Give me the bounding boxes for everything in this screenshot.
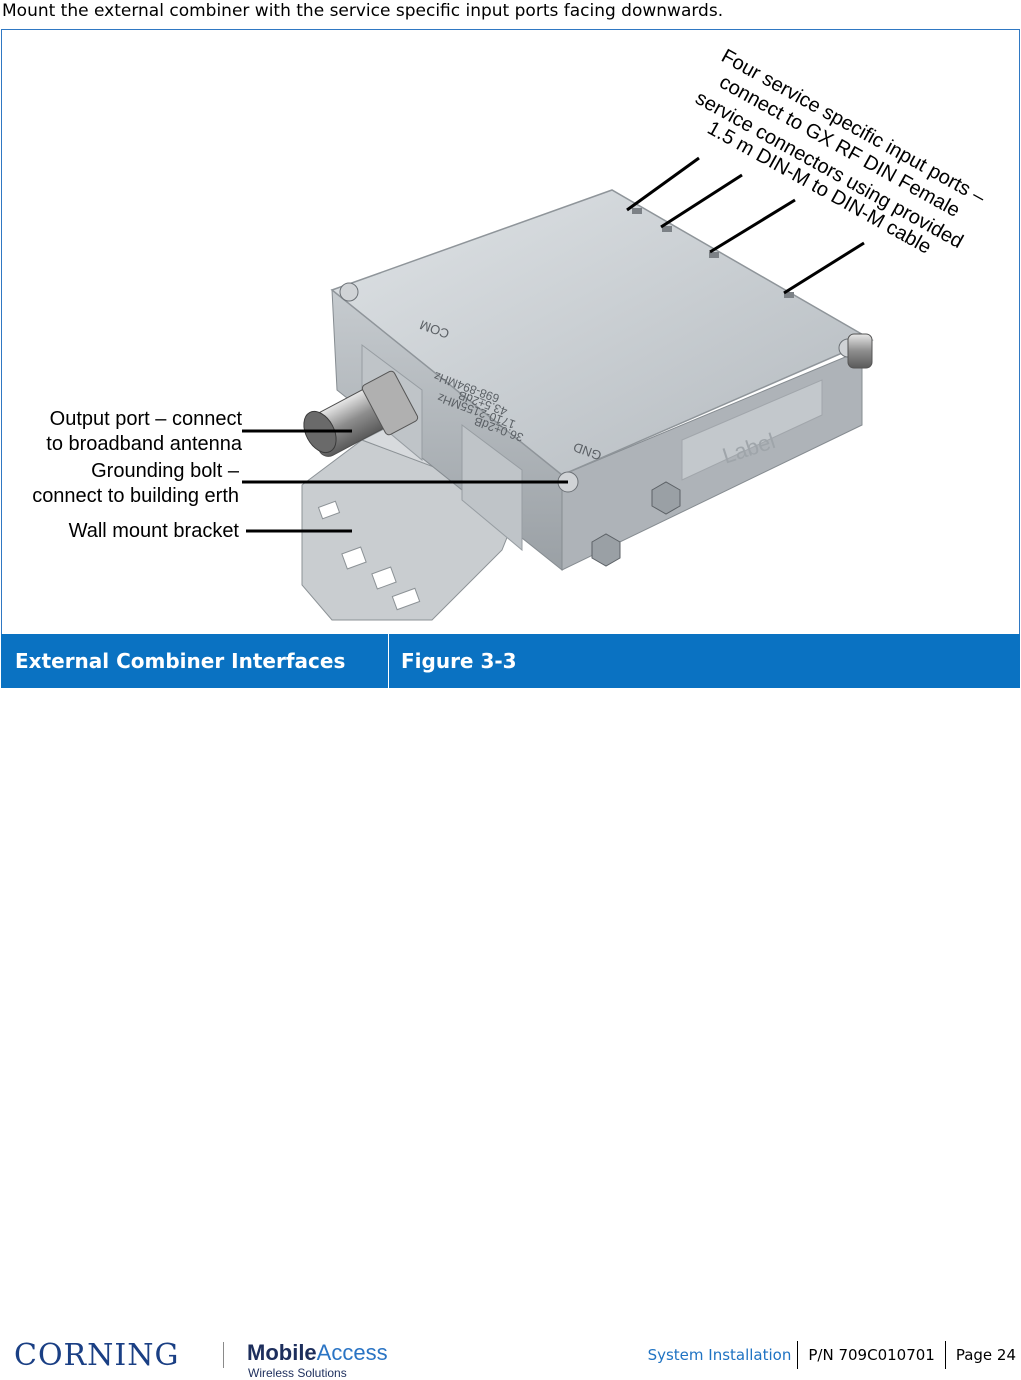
logo-tagline: Wireless Solutions [248,1366,347,1380]
grounding-bolt-line-1: Grounding bolt – [91,460,240,482]
intro-paragraph: Mount the external combiner with the ser… [2,1,724,21]
footer-page-number: Page 24 [955,1346,1016,1364]
mobileaccess-logo-accent: Access [316,1340,388,1365]
output-port-connector [303,370,419,457]
footer-section-title: System Installation [647,1346,792,1364]
footer-part-number: P/N 709C010701 [808,1346,935,1364]
figure-number: Figure 3-3 [401,649,517,673]
mobileaccess-logo-main: Mobile [247,1340,317,1365]
combiner-enclosure: Label COM 698-894MHz 43.5±2dB 1710-2155M… [330,189,874,572]
left-callouts: Output port – connect to broadband anten… [32,408,243,542]
figure-caption-bar: External Combiner Interfaces Figure 3-3 [1,634,1020,688]
figure-frame: Label COM 698-894MHz 43.5±2dB 1710-2155M… [1,29,1020,635]
footer-info: System Installation P/N 709C010701 Page … [648,1341,1016,1369]
corning-logo: CORNING [14,1338,180,1373]
wall-bracket-callout: Wall mount bracket [69,520,240,542]
figure-caption-title: External Combiner Interfaces [1,634,389,688]
mobileaccess-logo: MobileAccess [247,1340,388,1366]
footer-divider [944,1341,946,1369]
output-port-line-1: Output port – connect [50,408,243,430]
grounding-bolt-line-2: connect to building erth [32,485,239,507]
output-port-line-2: to broadband antenna [46,433,243,455]
footer-divider [797,1341,799,1369]
combiner-illustration: Label COM 698-894MHz 43.5±2dB 1710-2155M… [32,45,990,621]
input-ports-callout: Four service specific input ports – conn… [692,45,990,259]
logo-divider [223,1342,224,1368]
page-footer: CORNING MobileAccess Wireless Solutions … [0,1326,1021,1380]
callout-leaders [242,156,865,533]
